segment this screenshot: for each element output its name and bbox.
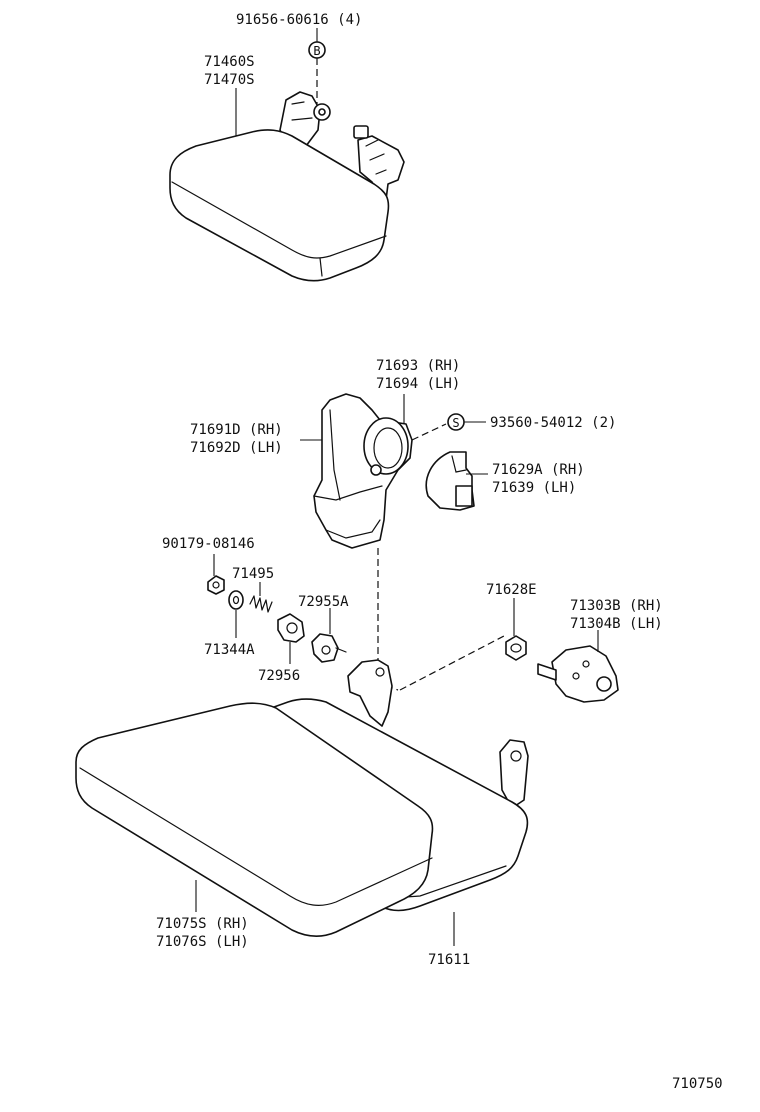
label-cap-71629a: 71629A (RH) — [492, 462, 585, 478]
label-cushion-71076s: 71076S (LH) — [156, 934, 249, 950]
bracket-parts — [385, 598, 619, 703]
label-knob-72955a: 72955A — [298, 594, 349, 610]
hinge-cap — [425, 451, 488, 511]
hardware-parts — [207, 554, 347, 664]
label-screw-93560: 93560-54012 (2) — [490, 415, 616, 431]
label-hinge-71691d: 71691D (RH) — [190, 422, 283, 438]
bolt-symbol-b: B — [313, 44, 320, 58]
label-hinge-71692d: 71692D (LH) — [190, 440, 283, 456]
label-bracket-71303b: 71303B (RH) — [570, 598, 663, 614]
label-knob-72956: 72956 — [258, 668, 300, 684]
label-washer-71344a: 71344A — [204, 642, 255, 658]
label-bushing-71628e: 71628E — [486, 582, 537, 598]
label-frame-71611: 71611 — [428, 952, 470, 968]
label-spring-71495: 71495 — [232, 566, 274, 582]
label-cap-71639: 71639 (LH) — [492, 480, 576, 496]
screw-symbol-s: S — [452, 416, 459, 430]
figure-number: 710750 — [672, 1076, 723, 1092]
label-backrest-71470s: 71470S — [204, 72, 255, 88]
label-hinge-cover-71693: 71693 (RH) — [376, 358, 460, 374]
label-hinge-cover-71694: 71694 (LH) — [376, 376, 460, 392]
seat-cushion — [75, 702, 434, 938]
label-backrest-71460s: 71460S — [204, 54, 255, 70]
callout-labels: 91656-60616 (4) 71460S 71470S 71693 (RH)… — [156, 12, 723, 1092]
label-bracket-71304b: 71304B (LH) — [570, 616, 663, 632]
label-cushion-71075s: 71075S (RH) — [156, 916, 249, 932]
label-bolt-91656: 91656-60616 (4) — [236, 12, 362, 28]
label-nut-90179: 90179-08146 — [162, 536, 255, 552]
hinge-assembly: S — [300, 393, 486, 668]
seatback-assembly: B — [169, 28, 405, 282]
